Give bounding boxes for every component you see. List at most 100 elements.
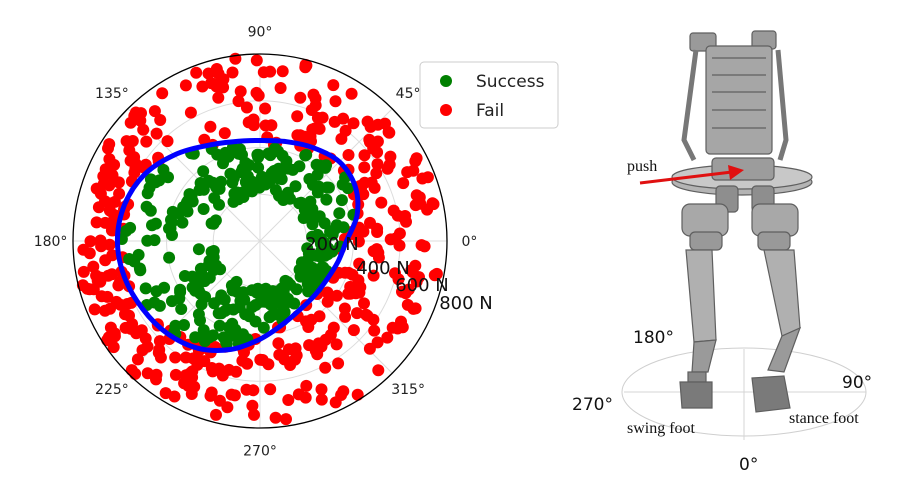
fail-point: [329, 95, 342, 108]
fail-points: [76, 52, 443, 426]
fail-point: [367, 142, 380, 155]
fail-point: [358, 297, 370, 310]
fail-point: [204, 389, 217, 402]
theta-tick-label: 225°: [95, 382, 129, 398]
fail-point: [299, 61, 312, 74]
fail-point: [106, 169, 119, 182]
fail-point: [105, 268, 118, 281]
robot-hips: [681, 203, 799, 251]
fail-point: [407, 164, 420, 177]
fail-point: [154, 114, 167, 126]
fail-point: [357, 225, 370, 238]
success-point: [302, 247, 315, 260]
fail-point: [148, 105, 161, 118]
fail-point: [342, 149, 355, 161]
fail-point: [387, 204, 400, 217]
success-point: [337, 221, 350, 234]
fail-point: [361, 115, 374, 128]
theta-tick-label: 270°: [243, 443, 277, 459]
fail-point: [309, 344, 322, 357]
success-point: [253, 284, 266, 297]
success-point: [251, 148, 264, 161]
fail-point: [190, 66, 203, 79]
success-point: [320, 193, 333, 206]
success-point: [272, 172, 285, 185]
fail-point: [252, 89, 265, 102]
robot-torso: [681, 30, 789, 162]
success-point: [203, 271, 216, 284]
fail-point: [351, 388, 364, 401]
fail-point: [428, 269, 441, 282]
fail-point: [368, 324, 381, 337]
fail-point: [90, 269, 103, 282]
fail-point: [370, 167, 383, 180]
fail-point: [246, 399, 259, 412]
fail-point: [280, 413, 292, 426]
angle-label-270: 270°: [572, 395, 613, 415]
fail-point: [106, 249, 119, 262]
fail-point: [188, 380, 201, 393]
fail-point: [345, 87, 358, 100]
success-point: [235, 166, 248, 179]
fail-point: [150, 127, 163, 140]
fail-point: [335, 389, 348, 401]
success-point: [246, 185, 259, 198]
fail-point: [427, 198, 440, 211]
fail-point: [250, 54, 263, 67]
radius-tick-label: 600 N: [395, 275, 449, 296]
fail-point: [328, 115, 341, 128]
fail-point: [95, 290, 108, 303]
success-point: [301, 259, 314, 272]
fail-point: [399, 287, 412, 300]
success-point: [222, 150, 235, 163]
success-point: [215, 289, 228, 302]
success-point: [207, 329, 220, 342]
fail-point: [389, 267, 401, 280]
success-point: [207, 217, 220, 230]
fail-point: [302, 321, 315, 333]
success-point: [278, 306, 291, 319]
angle-label-180: 180°: [633, 328, 674, 348]
fail-point: [347, 324, 360, 337]
fail-point: [327, 79, 340, 92]
success-point: [163, 251, 176, 264]
success-point: [272, 145, 284, 158]
fail-point: [90, 216, 103, 229]
fail-point: [352, 235, 365, 248]
fail-point: [248, 408, 260, 421]
fail-point: [321, 286, 334, 299]
success-point: [192, 243, 205, 256]
fail-point: [282, 394, 295, 406]
success-point: [252, 161, 265, 174]
fail-point: [169, 351, 182, 364]
fail-point: [308, 122, 321, 135]
fail-point: [217, 81, 230, 94]
fail-point: [330, 338, 343, 351]
success-point: [189, 284, 202, 297]
fail-point: [206, 365, 219, 378]
fail-point: [315, 383, 328, 396]
fail-point: [150, 373, 162, 386]
success-point: [192, 308, 205, 321]
fail-point: [102, 142, 114, 155]
success-point: [298, 268, 311, 281]
success-point: [234, 143, 246, 156]
fail-point: [276, 65, 289, 78]
fail-point: [339, 310, 352, 323]
fail-point: [358, 161, 371, 174]
success-point: [311, 168, 324, 181]
success-point: [312, 231, 325, 244]
success-point: [175, 303, 188, 315]
fail-point: [393, 239, 406, 252]
fail-point: [421, 171, 434, 184]
success-point: [162, 171, 174, 184]
radius-tick-label: 800 N: [439, 293, 493, 314]
success-point: [181, 205, 194, 218]
success-point: [178, 319, 190, 331]
success-point: [197, 203, 210, 215]
fail-point: [319, 361, 332, 374]
success-point: [272, 162, 285, 175]
fail-point: [226, 66, 239, 79]
success-point: [229, 323, 242, 336]
